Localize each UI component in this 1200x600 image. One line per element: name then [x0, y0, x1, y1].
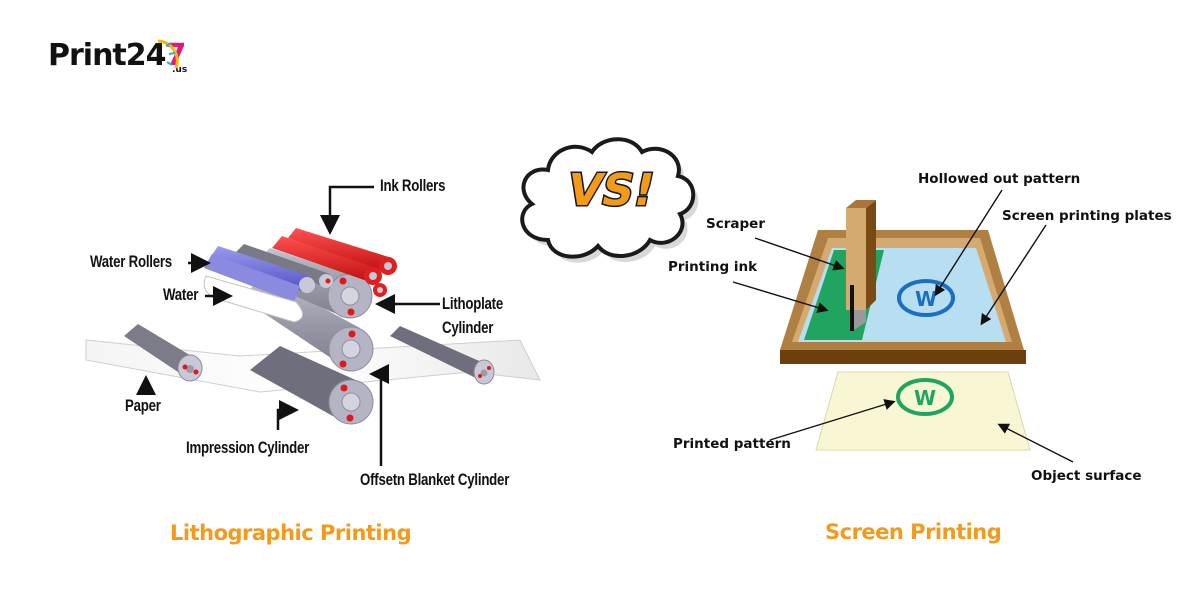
label-offset-blanket-cylinder: Offsetn Blanket Cylinder — [360, 470, 510, 489]
paper-exit-roller — [390, 326, 495, 385]
label-lithoplate-cylinder: Cylinder — [442, 318, 494, 337]
label-object-surface: Object surface — [1031, 468, 1142, 484]
svg-text:W: W — [915, 287, 937, 311]
label-ink-rollers: Ink Rollers — [380, 176, 446, 195]
brand-name-print: Print — [48, 38, 127, 73]
vs-text: VS! — [561, 164, 661, 217]
label-hollowed-out-pattern: Hollowed out pattern — [918, 171, 1081, 187]
svg-text:W: W — [914, 386, 936, 410]
label-lithoplate: Lithoplate — [442, 294, 504, 313]
printed-pattern-icon: W — [896, 378, 954, 416]
screen-arrows — [732, 189, 1074, 463]
brand-tld: .us — [172, 65, 188, 75]
label-screen-printing-plates: Screen printing plates — [1002, 208, 1172, 224]
label-impression-cylinder: Impression Cylinder — [186, 438, 310, 457]
svg-text:VS!: VS! — [563, 165, 660, 215]
ink-rollers — [272, 228, 397, 297]
label-printed-pattern: Printed pattern — [673, 436, 791, 452]
water-rollers — [204, 246, 315, 302]
label-printing-ink: Printing ink — [668, 259, 758, 275]
vs-cloud-icon — [520, 137, 699, 263]
paper-feed-roller — [124, 324, 203, 382]
label-scraper: Scraper — [706, 216, 765, 232]
scraper — [846, 200, 876, 331]
hollowed-pattern-icon: W — [897, 279, 955, 317]
label-water-rollers: Water Rollers — [90, 252, 172, 271]
object-surface — [815, 371, 1031, 451]
screen-frame — [780, 230, 1026, 364]
label-water: Water — [163, 285, 199, 304]
impression-cylinder — [250, 346, 374, 425]
title-screen-printing: Screen Printing — [825, 520, 1002, 544]
label-paper: Paper — [125, 396, 161, 415]
litho-arrows — [136, 185, 440, 466]
title-lithographic-printing: Lithographic Printing — [170, 521, 412, 545]
